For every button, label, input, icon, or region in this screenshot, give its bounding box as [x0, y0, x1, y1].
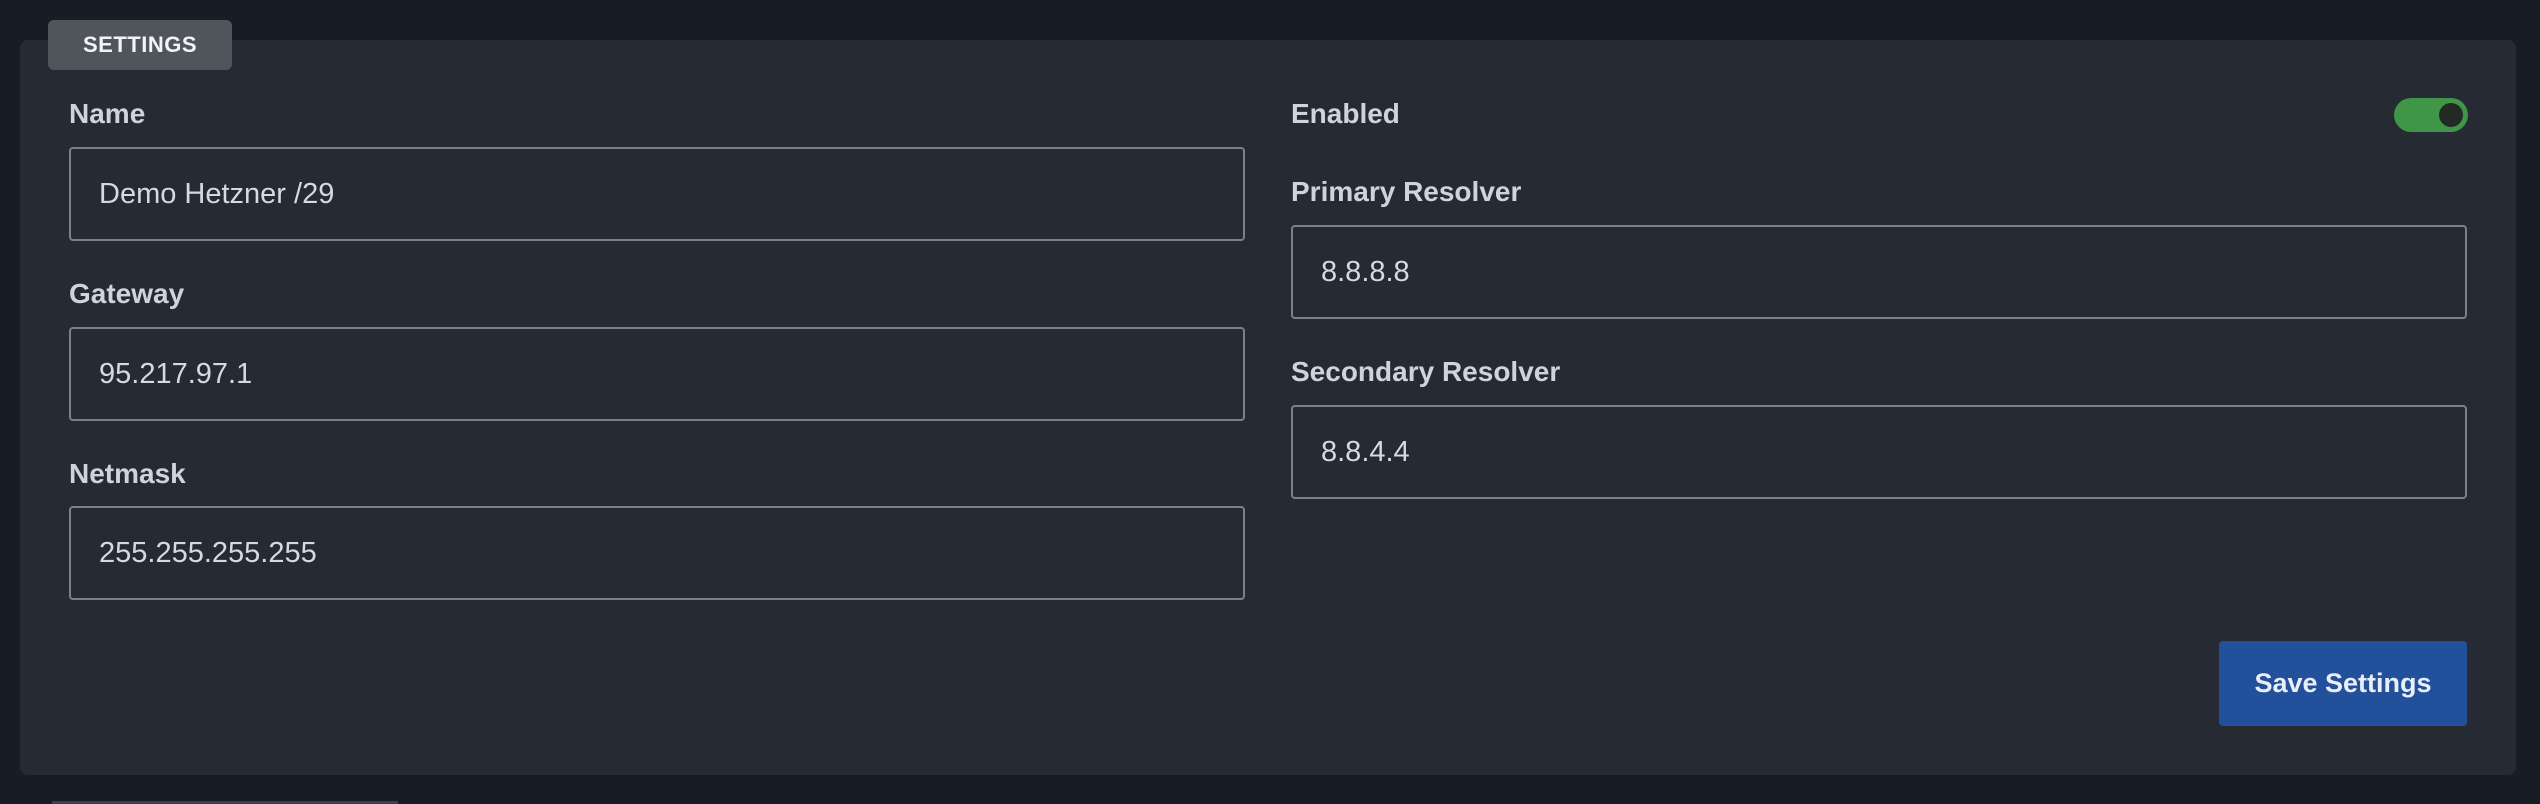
primary-resolver-label: Primary Resolver [1291, 176, 1522, 207]
name-label: Name [69, 98, 146, 129]
gateway-input[interactable] [69, 327, 1245, 421]
settings-panel: Name Gateway Netmask Enabled Primary Res… [20, 40, 2516, 775]
secondary-resolver-input[interactable] [1291, 405, 2467, 499]
netmask-input[interactable] [69, 506, 1245, 600]
name-input[interactable] [69, 147, 1245, 241]
secondary-resolver-label: Secondary Resolver [1291, 356, 1561, 387]
primary-resolver-input[interactable] [1291, 225, 2467, 319]
settings-tab: SETTINGS [48, 20, 232, 70]
enabled-toggle[interactable] [2394, 98, 2468, 132]
next-section-edge [52, 801, 398, 804]
netmask-label: Netmask [69, 458, 186, 489]
save-settings-button[interactable]: Save Settings [2219, 641, 2467, 726]
gateway-label: Gateway [69, 278, 185, 309]
toggle-knob [2439, 103, 2463, 127]
enabled-label: Enabled [1291, 98, 1400, 129]
